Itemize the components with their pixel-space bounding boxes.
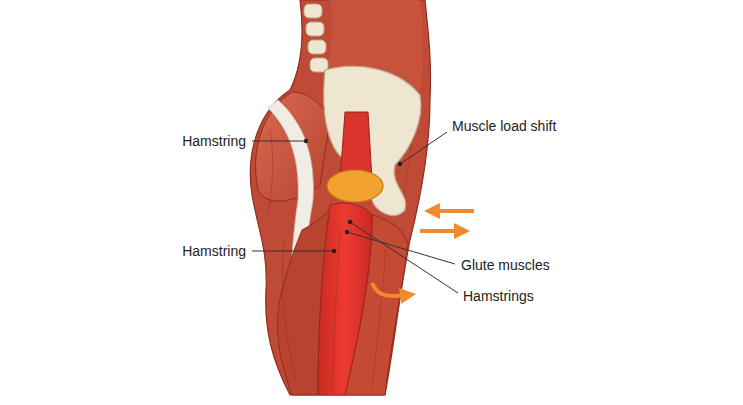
leader-lines: [252, 132, 458, 293]
label-anchor: Muscle load shift: [450, 117, 558, 135]
striation: [332, 230, 340, 390]
load-arrow: [372, 283, 408, 296]
femur-head: [327, 170, 383, 202]
vertebra: [304, 4, 322, 18]
label-anchor: Hamstring: [180, 242, 248, 260]
leader-line: [350, 222, 458, 293]
spine: [304, 4, 328, 72]
leader-dot: [332, 249, 336, 253]
hamstring-highlight: [318, 203, 372, 395]
leader-line: [347, 232, 455, 264]
leader-dot: [398, 162, 402, 166]
label-anchor: Hamstring: [180, 132, 248, 150]
striation: [283, 240, 297, 380]
load-arrow: [432, 209, 474, 213]
leader-dots: [304, 139, 402, 253]
label-anchor: Hamstrings: [461, 287, 536, 305]
part-label: Muscle load shift: [450, 118, 558, 135]
leader-dot: [304, 139, 308, 143]
pelvis-bone: [324, 66, 421, 215]
part-label: Hamstrings: [461, 288, 536, 305]
striation: [268, 130, 273, 215]
label-anchor: Glute muscles: [459, 256, 552, 274]
striation: [372, 250, 386, 390]
leader-dot: [348, 220, 352, 224]
part-label: Hamstring: [180, 243, 248, 260]
leader-line: [252, 251, 334, 252]
leader-dot: [345, 230, 349, 234]
part-label: Glute muscles: [459, 257, 552, 274]
vertebra: [306, 22, 324, 36]
part-label: Hamstring: [180, 133, 248, 150]
leader-line: [400, 132, 447, 164]
leader-line: [252, 141, 306, 142]
vertebra: [308, 40, 326, 54]
body-outline: [250, 0, 430, 395]
load-arrow: [420, 229, 462, 233]
